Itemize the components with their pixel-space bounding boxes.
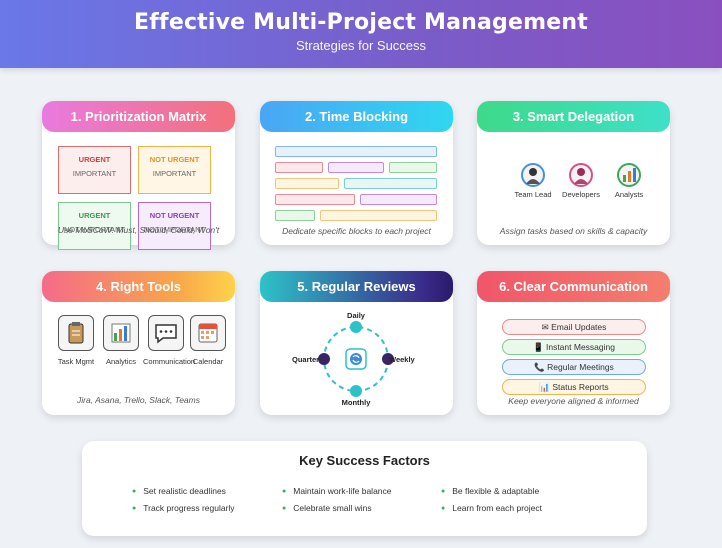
card-caption: Dedicate specific blocks to each project bbox=[282, 226, 431, 236]
page-header: Effective Multi-Project Management Strat… bbox=[0, 0, 722, 68]
quadrant-noturgent-important: NOT URGENT IMPORTANT bbox=[138, 146, 211, 194]
cycle-label-weekly: Weekly bbox=[389, 355, 415, 364]
quadrant-sublabel: IMPORTANT bbox=[152, 169, 197, 178]
tool-label: Communication bbox=[143, 357, 196, 366]
time-block bbox=[320, 210, 437, 221]
envelope-icon: ✉ bbox=[541, 322, 549, 332]
tool-communication: Communication bbox=[143, 315, 196, 366]
time-block bbox=[275, 210, 315, 221]
tool-label: Calendar bbox=[192, 357, 224, 366]
time-block bbox=[360, 194, 437, 205]
channel-status-reports: 📊 Status Reports bbox=[502, 379, 646, 395]
card-regular-reviews: 5. Regular Reviews Daily Weekly Monthly … bbox=[260, 271, 453, 415]
factor-item: Be flexible & adaptable bbox=[441, 486, 539, 496]
quadrant-label: NOT URGENT bbox=[149, 155, 200, 164]
quadrant-label: URGENT bbox=[78, 211, 111, 220]
factor-item: Set realistic deadlines bbox=[132, 486, 226, 496]
card-prioritization-matrix: 1. Prioritization Matrix URGENT IMPORTAN… bbox=[42, 101, 235, 250]
factor-item: Celebrate small wins bbox=[282, 503, 371, 513]
card-title: 3. Smart Delegation bbox=[477, 101, 670, 132]
factor-item: Maintain work-life balance bbox=[282, 486, 391, 496]
time-block bbox=[275, 178, 339, 189]
channel-email-updates: ✉ Email Updates bbox=[502, 319, 646, 335]
person-icon bbox=[521, 163, 545, 187]
time-block bbox=[344, 178, 437, 189]
clipboard-icon bbox=[58, 315, 94, 351]
channel-label: Instant Messaging bbox=[545, 342, 615, 352]
channel-regular-meetings: 📞 Regular Meetings bbox=[502, 359, 646, 375]
bar-chart-icon bbox=[103, 315, 139, 351]
card-clear-communication: 6. Clear Communication ✉ Email Updates 📱… bbox=[477, 271, 670, 415]
key-success-factors-panel: Key Success Factors Set realistic deadli… bbox=[82, 441, 647, 536]
calendar-icon bbox=[190, 315, 226, 351]
phone-icon: 📱 bbox=[533, 342, 544, 352]
time-block bbox=[275, 146, 437, 157]
page-subtitle: Strategies for Success bbox=[295, 38, 427, 53]
person-label: Analysts bbox=[614, 190, 644, 199]
time-block bbox=[328, 162, 384, 173]
person-team-lead: Team Lead bbox=[503, 163, 563, 199]
card-right-tools: 4. Right Tools Task Mgmt Analytics Commu… bbox=[42, 271, 235, 415]
chat-bubble-icon bbox=[148, 315, 184, 351]
channel-label: Regular Meetings bbox=[547, 362, 614, 372]
person-analysts: Analysts bbox=[599, 163, 659, 199]
cycle-label-quarterly: Quarterly bbox=[292, 355, 319, 364]
page-title: Effective Multi-Project Management bbox=[134, 10, 588, 35]
card-smart-delegation: 3. Smart Delegation Team Lead Developers… bbox=[477, 101, 670, 245]
card-caption: Keep everyone aligned & informed bbox=[508, 396, 639, 406]
card-title: 4. Right Tools bbox=[42, 271, 235, 302]
card-title: 5. Regular Reviews bbox=[260, 271, 453, 302]
time-block bbox=[275, 162, 323, 173]
chart-icon bbox=[617, 163, 641, 187]
review-cycle-diagram bbox=[318, 321, 394, 397]
quadrant-sublabel: NOT IMPORTANT bbox=[143, 225, 206, 234]
person-label: Developers bbox=[562, 190, 600, 199]
cycle-label-monthly: Monthly bbox=[341, 398, 371, 407]
person-icon bbox=[569, 163, 593, 187]
factors-title: Key Success Factors bbox=[299, 453, 430, 468]
tool-analytics: Analytics bbox=[98, 315, 144, 366]
card-time-blocking: 2. Time Blocking Dedicate specific block… bbox=[260, 101, 453, 245]
tool-task-mgmt: Task Mgmt bbox=[53, 315, 99, 366]
quadrant-urgent-important: URGENT IMPORTANT bbox=[58, 146, 131, 194]
quadrant-sublabel: NOT IMPORTANT bbox=[63, 225, 126, 234]
tool-calendar: Calendar bbox=[185, 315, 231, 366]
channel-label: Email Updates bbox=[551, 322, 607, 332]
card-caption: Assign tasks based on skills & capacity bbox=[499, 226, 648, 236]
quadrant-noturgent-notimportant: NOT URGENT NOT IMPORTANT bbox=[138, 202, 211, 250]
quadrant-label: URGENT bbox=[78, 155, 111, 164]
card-title: 2. Time Blocking bbox=[260, 101, 453, 132]
person-developers: Developers bbox=[551, 163, 611, 199]
quadrant-urgent-notimportant: URGENT NOT IMPORTANT bbox=[58, 202, 131, 250]
person-label: Team Lead bbox=[514, 190, 552, 199]
time-block bbox=[275, 194, 355, 205]
quadrant-label: NOT URGENT bbox=[149, 211, 200, 220]
card-title: 1. Prioritization Matrix bbox=[42, 101, 235, 132]
telephone-icon: 📞 bbox=[534, 362, 545, 372]
factor-item: Track progress regularly bbox=[132, 503, 234, 513]
cycle-label-daily: Daily bbox=[347, 311, 365, 320]
tool-label: Task Mgmt bbox=[57, 357, 95, 366]
card-caption: Jira, Asana, Trello, Slack, Teams bbox=[77, 395, 200, 405]
bar-chart-icon: 📊 bbox=[539, 382, 550, 392]
channel-instant-messaging: 📱 Instant Messaging bbox=[502, 339, 646, 355]
channel-label: Status Reports bbox=[552, 382, 609, 392]
factor-item: Learn from each project bbox=[441, 503, 542, 513]
cycle-label-quarterly-text: Quarterly bbox=[292, 355, 319, 364]
time-block bbox=[389, 162, 437, 173]
quadrant-sublabel: IMPORTANT bbox=[72, 169, 117, 178]
tool-label: Analytics bbox=[105, 357, 136, 366]
card-title: 6. Clear Communication bbox=[477, 271, 670, 302]
card-caption: Use MoSCoW: Must, Should, Could, Won't bbox=[57, 225, 220, 235]
